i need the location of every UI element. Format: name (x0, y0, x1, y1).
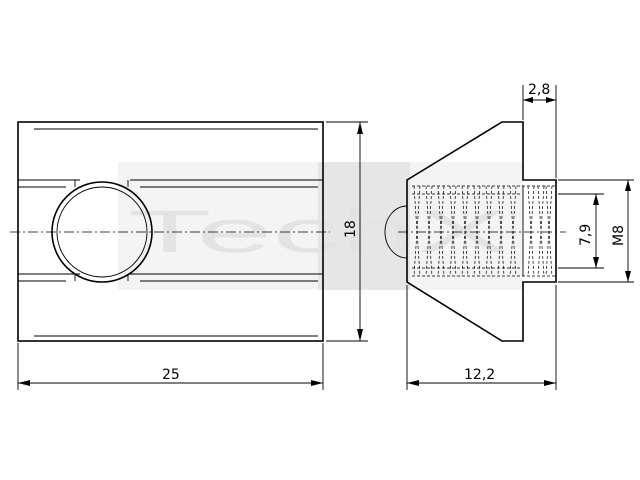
thread-helix-back (413, 185, 553, 277)
dimension-total-length-label: 12,2 (464, 367, 495, 383)
arrow-head (593, 194, 599, 205)
arrow-head (311, 380, 323, 386)
spring-ball (384, 205, 408, 259)
arrow-head (357, 329, 363, 341)
dimension-thread-size: M8 (558, 179, 634, 283)
front-view (10, 121, 330, 342)
side-view-outline (406, 121, 557, 342)
dimension-height: 18 (326, 121, 368, 342)
arrow-head (357, 122, 363, 134)
arrow-head (18, 380, 30, 386)
dimension-core-diameter: 7,9 (558, 193, 604, 269)
dimension-length: 25 (17, 343, 324, 390)
dimension-total-length: 12,2 (406, 285, 557, 390)
through-hole-inner (56, 186, 148, 278)
dimension-thread-length-label: 2,8 (528, 82, 550, 98)
dimension-height-label: 18 (343, 220, 359, 238)
watermark-logo-text: TechX (128, 198, 508, 265)
dimension-length-label: 25 (162, 367, 180, 383)
dimension-thread-size-label: M8 (611, 225, 627, 246)
watermark: TechX (118, 162, 523, 290)
front-view-outline (17, 121, 324, 342)
arrow-head (407, 380, 419, 386)
arrow-head (523, 97, 533, 103)
dimension-core-diameter-label: 7,9 (578, 224, 594, 246)
arrow-head (544, 380, 556, 386)
dimension-thread-length: 2,8 (522, 82, 557, 178)
arrow-head (625, 180, 631, 191)
watermark-x-box (318, 162, 410, 290)
arrow-head (625, 271, 631, 282)
arrow-head (593, 257, 599, 268)
side-view (384, 121, 566, 342)
arrow-head (546, 97, 556, 103)
